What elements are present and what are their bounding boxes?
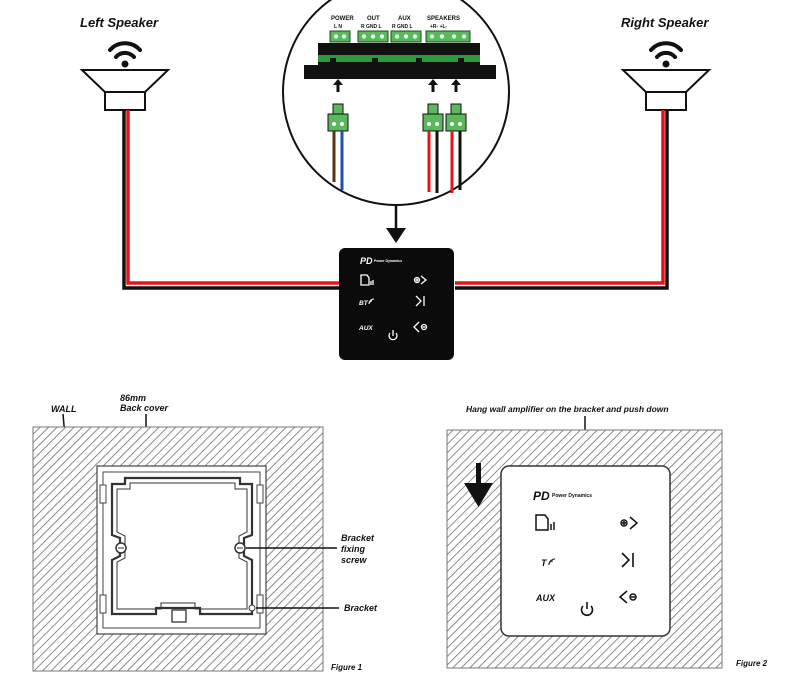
power-icon: [388, 330, 398, 341]
bracket-label: Bracket: [344, 603, 378, 613]
play-pause-icon: [415, 295, 425, 307]
bracket-fixing-label-3: screw: [341, 555, 368, 565]
arrow-down-icon: [386, 205, 406, 243]
svg-text:Power Dynamics: Power Dynamics: [374, 259, 402, 263]
source-icon: [535, 514, 555, 531]
power-label: POWER: [331, 16, 354, 22]
source-icon: [360, 274, 374, 286]
right-speaker-icon: [620, 41, 712, 111]
aux-pins-label: R GND L: [392, 24, 413, 30]
connector-detail-circle: POWER L N OUT R GND L AUX R GND L SPEAKE…: [282, 0, 510, 206]
back-cover-label: Back cover: [120, 403, 169, 413]
wall-amplifier-panel: PD Power Dynamics BT AUX: [339, 248, 454, 360]
wall-amplifier-front-panel: PD Power Dynamics T AUX: [500, 465, 671, 637]
out-label: OUT: [367, 16, 380, 22]
aux-label: AUX: [398, 16, 411, 22]
volume-up-icon: [413, 275, 428, 285]
push-down-arrow-icon: [464, 463, 493, 507]
panel-aux-label: AUX: [358, 325, 373, 332]
right-speaker-label: Right Speaker: [621, 15, 709, 30]
figure2-caption: Figure 2: [736, 659, 768, 668]
svg-text:PD: PD: [533, 489, 550, 503]
panel-aux-label: AUX: [535, 593, 556, 603]
terminal-block-row: [329, 30, 471, 43]
speakers-label: SPEAKERS: [427, 16, 460, 22]
svg-text:PD: PD: [360, 256, 373, 266]
right-speaker-wire: [455, 110, 669, 290]
play-pause-icon: [621, 552, 634, 568]
volume-up-icon: [620, 516, 639, 530]
power-plug: [327, 103, 349, 190]
speaker-plug-left: [445, 103, 467, 193]
svg-text:Power Dynamics: Power Dynamics: [552, 493, 592, 499]
bluetooth-icon: T: [541, 558, 556, 568]
figure1-caption: Figure 1: [331, 663, 363, 672]
brand-logo: PD Power Dynamics: [533, 489, 592, 503]
power-pins-label: L N: [334, 24, 342, 30]
out-pins-label: R GND L: [361, 24, 382, 30]
arrow-up-icon: [333, 79, 461, 92]
wifi-waves-icon: [649, 41, 683, 59]
volume-down-icon: [413, 321, 428, 333]
volume-down-icon: [618, 590, 637, 604]
brand-logo: PD Power Dynamics: [360, 256, 402, 266]
bluetooth-icon: BT: [359, 298, 375, 307]
bracket-fixing-label-2: fixing: [341, 544, 366, 554]
wifi-waves-icon: [108, 41, 142, 59]
left-speaker-icon: [79, 41, 171, 111]
back-cover-size-label: 86mm: [120, 393, 146, 403]
speakers-pins-label: +R- +L-: [430, 24, 448, 30]
power-icon: [580, 602, 594, 617]
speaker-plug-right: [422, 103, 444, 193]
svg-text:BT: BT: [359, 300, 369, 307]
wall-label: WALL: [51, 404, 77, 414]
svg-text:T: T: [541, 558, 548, 568]
bracket-fixing-label-1: Bracket: [341, 533, 375, 543]
hang-instruction-label: Hang wall amplifier on the bracket and p…: [466, 404, 669, 414]
left-speaker-label: Left Speaker: [80, 15, 159, 30]
left-speaker-wire: [122, 110, 340, 290]
mounting-bracket: [96, 465, 267, 635]
